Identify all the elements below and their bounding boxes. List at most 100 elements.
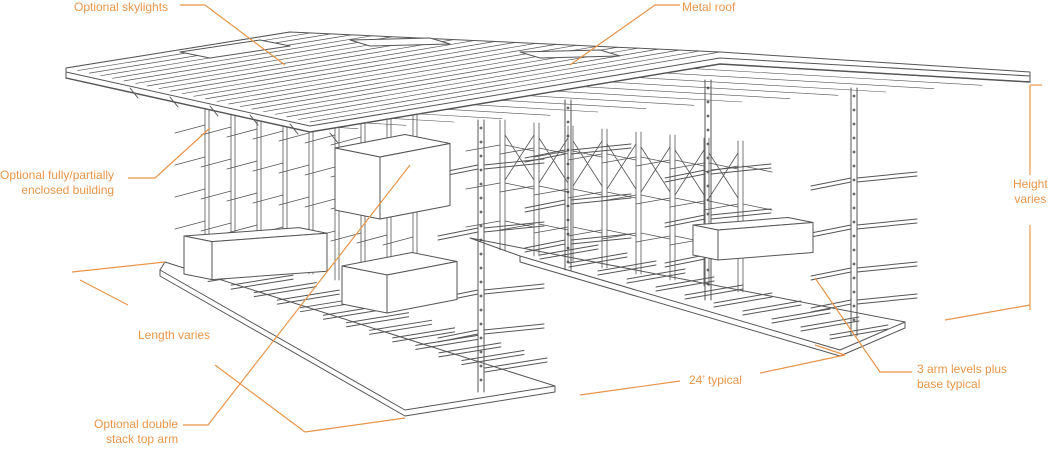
column-hole (852, 304, 856, 308)
arm-lower (483, 225, 545, 233)
rear-arm (538, 147, 569, 155)
column-hole (706, 198, 710, 202)
column-hole (566, 148, 570, 152)
roof-rib (181, 41, 496, 95)
column-hole (706, 142, 710, 146)
rear-arm (499, 147, 535, 155)
base-beam (771, 308, 831, 320)
column-hole (479, 168, 483, 172)
arm-lower (810, 303, 852, 313)
base-beam-flange (461, 353, 525, 365)
arm (856, 261, 918, 269)
leader-double-stack (183, 164, 411, 426)
rear-arm (567, 153, 603, 161)
arm (570, 233, 632, 241)
base-beam-flange (392, 331, 456, 343)
bundle-left-side (211, 232, 328, 281)
rear-arm (278, 196, 310, 206)
rear-arm (572, 150, 603, 158)
arm-lower (810, 181, 852, 191)
rear-arm (465, 182, 501, 190)
arm (810, 299, 852, 309)
rear-arm (538, 223, 569, 231)
arm (437, 227, 479, 237)
rear-brace (674, 149, 705, 196)
arm (710, 163, 772, 171)
roof-rib (692, 68, 983, 86)
roof-rib (112, 35, 373, 79)
column-hole (706, 156, 710, 160)
arm (856, 293, 918, 301)
rear-arm (382, 236, 414, 246)
rear-arm (465, 220, 501, 228)
roof-rib (286, 49, 680, 118)
arm-lower (710, 167, 772, 175)
base-beam-flange (771, 312, 831, 324)
rear-arm (200, 158, 232, 168)
column-hole (479, 350, 483, 354)
arm-lower (570, 237, 632, 245)
rear-arm (174, 220, 206, 230)
column-hole (566, 190, 570, 194)
base-slab-left (159, 261, 556, 411)
rear-arm (533, 150, 569, 158)
rear-arm (669, 200, 705, 208)
arm-lower (483, 327, 545, 335)
column-hole (852, 262, 856, 266)
roof-rib (65, 31, 291, 69)
dim-24-tick (814, 344, 846, 356)
bundle-upper-side (379, 143, 451, 220)
arm-lower (483, 162, 545, 170)
column-hole (479, 378, 483, 382)
column-hole (566, 120, 570, 124)
roof-rib (193, 42, 516, 97)
rafter (329, 132, 339, 144)
column-hole (566, 106, 570, 110)
roof-rib (528, 95, 695, 106)
dim-length-upper (79, 279, 129, 306)
base-beam-flange (415, 338, 479, 350)
rear-arm (640, 232, 671, 240)
arm-lower (856, 222, 918, 230)
column-hole (852, 150, 856, 154)
arm-lower (856, 175, 918, 183)
dim-length-end (71, 261, 166, 273)
roof-rib (364, 122, 407, 126)
arm (524, 239, 566, 249)
rear-arm (174, 156, 206, 166)
column-hole (479, 140, 483, 144)
dim-24-left (579, 380, 681, 396)
base-beam (539, 244, 599, 256)
roof-rib (158, 39, 455, 89)
column-hole (479, 238, 483, 242)
bundle-center-side (386, 261, 458, 314)
rear-arm (504, 144, 535, 152)
rear-brace (606, 143, 637, 190)
column-hole (479, 294, 483, 298)
column-hole (852, 192, 856, 196)
arm-lower (856, 265, 918, 273)
rear-arm (304, 134, 336, 144)
rear-arm (304, 198, 336, 208)
roof-eave-inner (65, 57, 1031, 127)
column-hole (852, 108, 856, 112)
base-beam-flange (276, 293, 340, 305)
rafter (289, 123, 299, 135)
roof-rib (637, 77, 887, 93)
column-hole (479, 266, 483, 270)
arm (856, 171, 918, 179)
rear-brace (640, 146, 671, 193)
arm (524, 149, 566, 159)
label-optional-double-stack-top-arm: Optional double stack top arm (94, 417, 179, 446)
rear-arm (465, 144, 501, 152)
base-beam (461, 349, 525, 361)
rear-arm (356, 234, 388, 244)
leader-arm-levels (814, 277, 912, 373)
roof-rib (473, 104, 599, 113)
base-beam-flange (346, 316, 410, 328)
roof-rib (146, 38, 434, 87)
column-hole (706, 268, 710, 272)
base-beam (438, 342, 502, 354)
label-height-varies: Height varies (1013, 177, 1048, 206)
